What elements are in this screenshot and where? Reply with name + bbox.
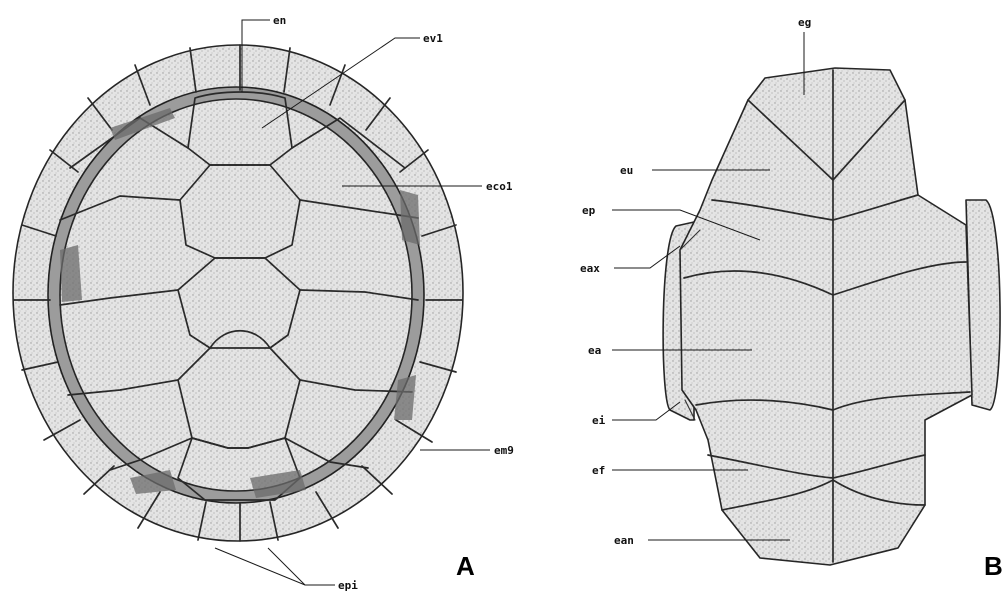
label-ei: ei [592, 414, 606, 427]
plastron-drawing [663, 68, 1000, 565]
label-epi: epi [338, 579, 358, 592]
label-ea: ea [588, 344, 601, 357]
label-eax: eax [580, 262, 600, 275]
label-em9: em9 [494, 444, 514, 457]
label-en: en [273, 14, 286, 27]
label-ev1: ev1 [423, 32, 443, 45]
panel-b-letter: B [984, 551, 1003, 581]
label-ean: ean [614, 534, 634, 547]
panel-a-letter: A [456, 551, 475, 581]
plastron-outline [680, 68, 972, 565]
label-ef: ef [592, 464, 605, 477]
label-eg: eg [798, 16, 811, 29]
label-eco1: eco1 [486, 180, 513, 193]
label-ep: ep [582, 204, 596, 217]
carapace-inner [60, 99, 412, 491]
label-eu: eu [620, 164, 633, 177]
carapace-drawing [13, 45, 463, 541]
